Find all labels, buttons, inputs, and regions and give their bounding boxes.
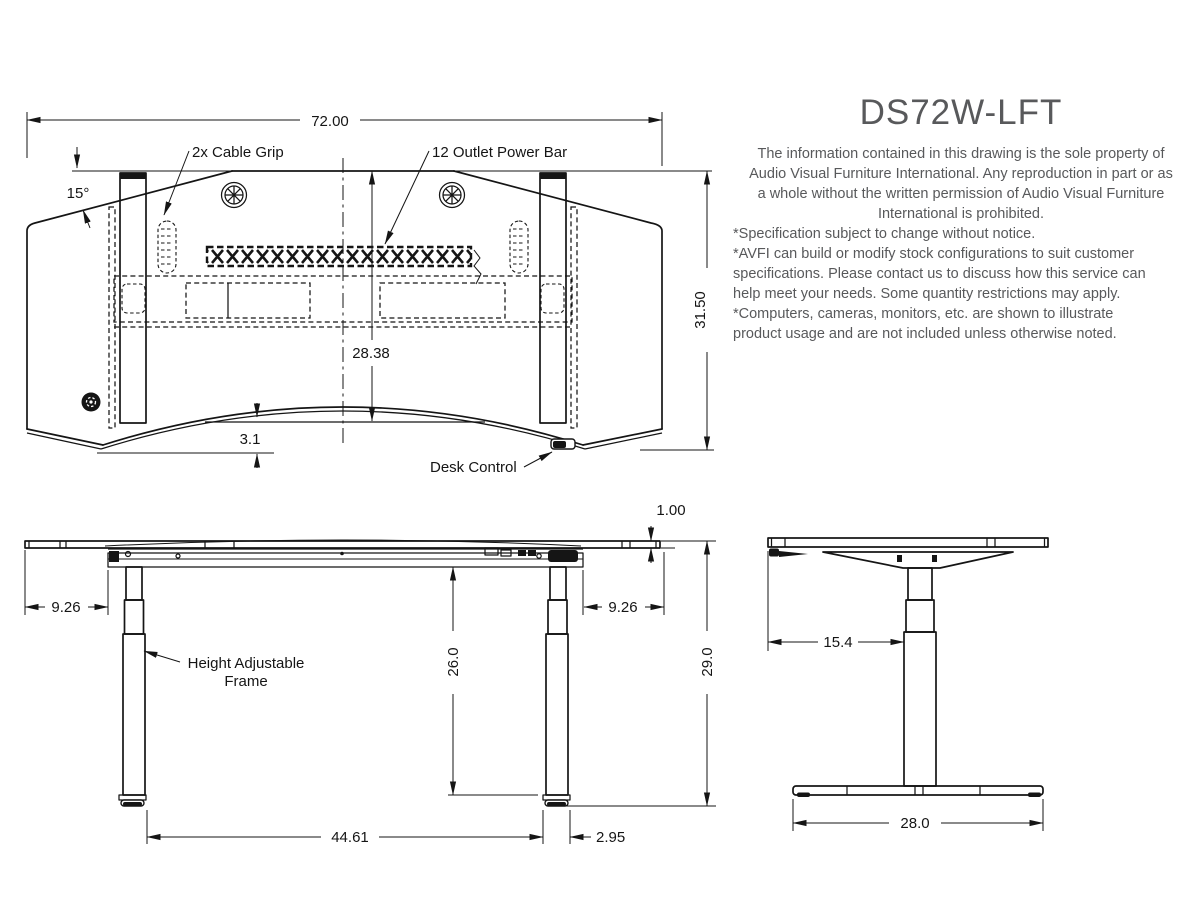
desk-top-outline xyxy=(26,170,712,450)
dim-leg-span: 44.61 xyxy=(331,829,369,846)
side-desk-control xyxy=(769,548,808,557)
power-inlet-grommet xyxy=(81,392,101,412)
legal-line: Audio Visual Furniture International. An… xyxy=(749,166,1173,182)
front-leg-right xyxy=(542,566,571,807)
dim-bow-depth: 3.1 xyxy=(240,431,261,448)
legal-line: The information contained in this drawin… xyxy=(757,146,1165,162)
label-power-bar: 12 Outlet Power Bar xyxy=(432,144,567,161)
cable-grip-right xyxy=(509,220,529,274)
dim-leg-setback: 15.4 xyxy=(823,634,852,651)
side-view-dimensions: 15.4 28.0 xyxy=(767,551,1044,832)
model-number: DS72W-LFT xyxy=(859,93,1063,132)
dim-foot-width: 2.95 xyxy=(596,829,625,846)
dim-overall-depth: 31.50 xyxy=(692,291,709,329)
dim-overall-width: 72.00 xyxy=(311,113,349,130)
dim-top-thickness: 1.00 xyxy=(656,502,685,519)
grommet-left xyxy=(220,181,248,209)
dim-foot-depth: 28.0 xyxy=(900,815,929,832)
side-foot xyxy=(792,785,1044,797)
note-line: *Computers, cameras, monitors, etc. are … xyxy=(733,306,1114,322)
front-desktop xyxy=(24,539,661,549)
side-view: 15.4 28.0 xyxy=(767,537,1049,832)
dim-center-depth: 28.38 xyxy=(352,345,390,362)
dim-edge-angle: 15° xyxy=(67,185,90,202)
note-line: *Specification subject to change without… xyxy=(733,226,1036,242)
cable-grip-left xyxy=(157,220,177,274)
dim-overhang-left: 9.26 xyxy=(51,599,80,616)
power-bar xyxy=(205,245,482,285)
front-frame xyxy=(107,547,584,568)
side-desktop xyxy=(767,537,1049,548)
legal-line: a whole without the written permission o… xyxy=(757,186,1165,202)
dim-overhang-right: 9.26 xyxy=(608,599,637,616)
label-height-adjustable: Height Adjustable xyxy=(188,655,305,672)
front-view-labels: Height Adjustable Frame xyxy=(143,650,305,690)
front-leg-left xyxy=(118,566,147,807)
top-view: 72.00 31.50 28.38 3.1 15° 2x Cable Grip xyxy=(26,112,714,476)
label-desk-control: Desk Control xyxy=(430,459,517,476)
top-view-dimensions: 72.00 31.50 28.38 3.1 15° xyxy=(26,112,714,468)
legal-line: International is prohibited. xyxy=(877,206,1045,222)
leg-columns-plan xyxy=(108,172,578,429)
note-line: help meet your needs. Some quantity rest… xyxy=(733,286,1121,302)
note-line: *AVFI can build or modify stock configur… xyxy=(733,246,1135,262)
side-leg xyxy=(903,567,937,787)
dim-underside-clearance: 26.0 xyxy=(445,647,462,676)
front-view-dimensions: 9.26 9.26 1.00 26.0 29.0 xyxy=(24,502,716,846)
desk-control-plan xyxy=(550,438,576,450)
label-frame: Frame xyxy=(224,673,267,690)
top-view-labels: 2x Cable Grip 12 Outlet Power Bar Desk C… xyxy=(163,144,567,476)
side-bracket xyxy=(822,551,1014,569)
grommet-right xyxy=(438,181,466,209)
note-line: specifications. Please contact us to dis… xyxy=(733,266,1146,282)
desk-control-front xyxy=(548,550,578,562)
note-line: product usage and are not included unles… xyxy=(733,326,1117,342)
label-cable-grip: 2x Cable Grip xyxy=(192,144,284,161)
title-block: DS72W-LFT The information contained in t… xyxy=(733,93,1189,344)
legal-text: The information contained in this drawin… xyxy=(733,144,1189,344)
front-view: 9.26 9.26 1.00 26.0 29.0 xyxy=(24,502,716,846)
dim-overall-height: 29.0 xyxy=(699,647,716,676)
